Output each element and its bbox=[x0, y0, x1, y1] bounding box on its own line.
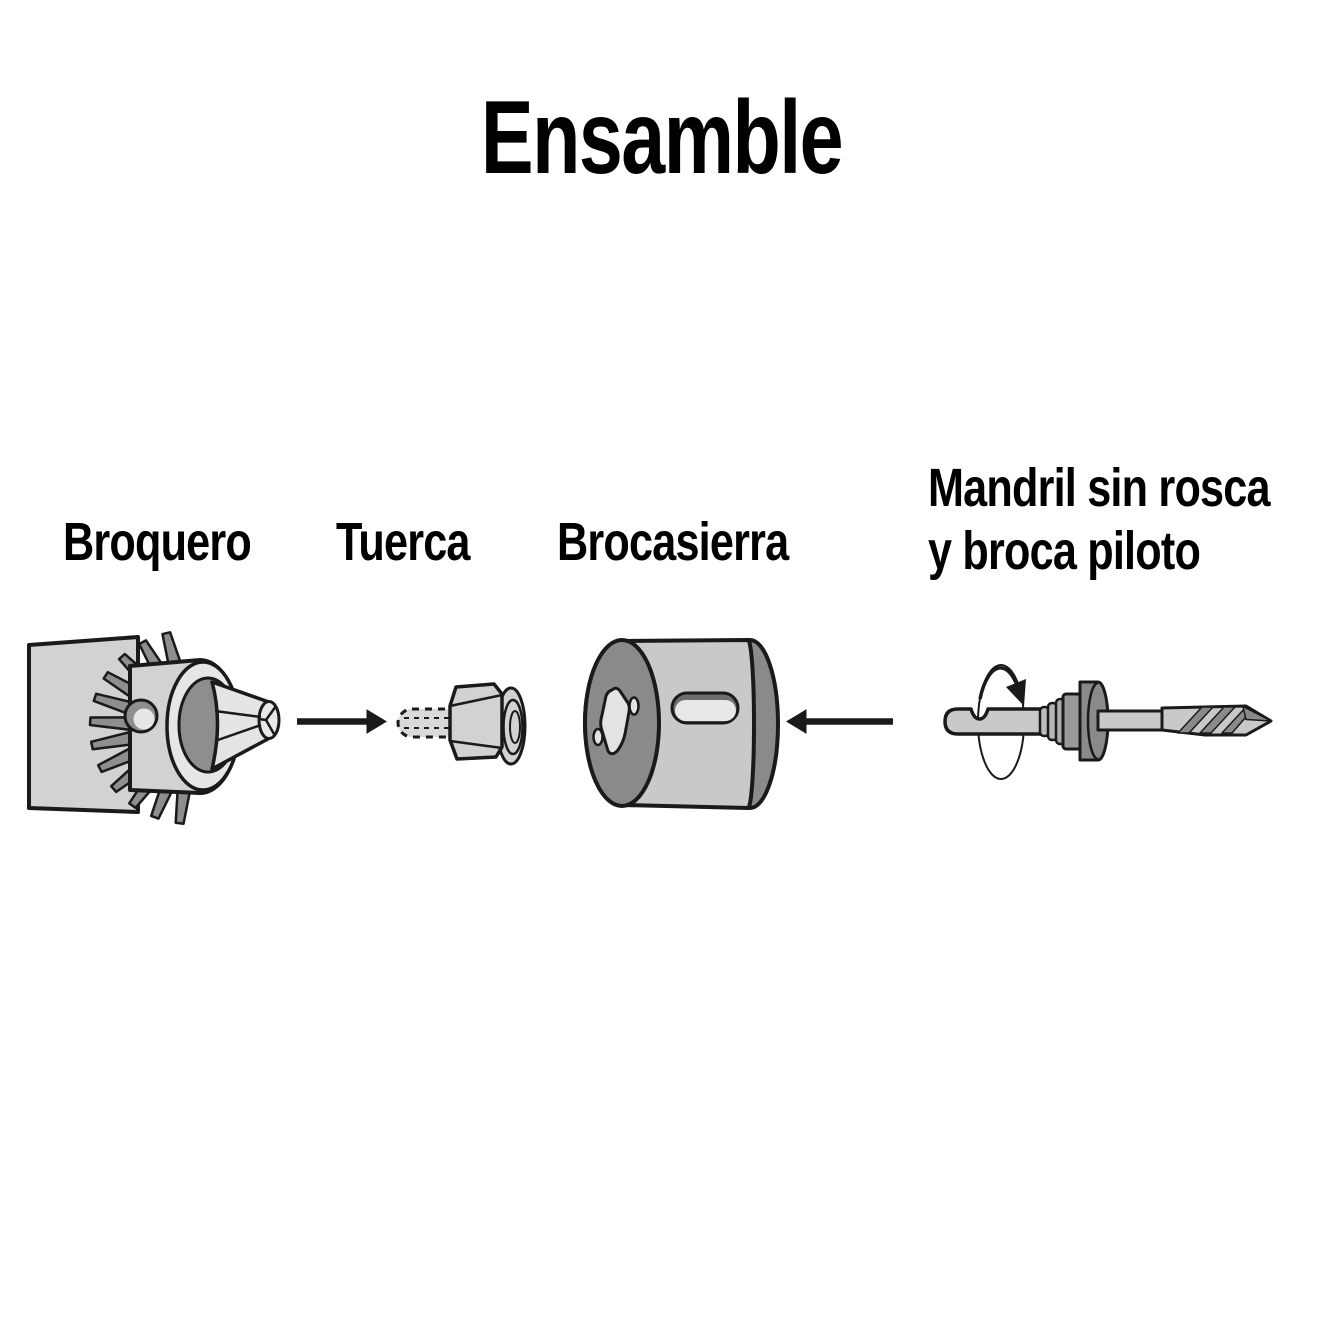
assembly-arrows bbox=[297, 709, 893, 734]
nut-thread-lines bbox=[404, 717, 452, 729]
chuck-key-hole bbox=[133, 708, 155, 730]
nut-illustration bbox=[396, 682, 527, 766]
nut-collar-ring-inner bbox=[509, 710, 521, 744]
arbor-shaft bbox=[1096, 709, 1170, 732]
drill-chuck-illustration bbox=[27, 631, 281, 825]
nut-collar-ring-outer bbox=[502, 698, 524, 756]
page-title: Ensamble bbox=[480, 80, 844, 196]
chuck-jaw-lines bbox=[214, 705, 278, 743]
hole-saw-illustration bbox=[583, 638, 780, 810]
holesaw-pin-hole-top bbox=[628, 696, 640, 716]
arbor-hex-shank bbox=[943, 707, 1047, 736]
holesaw-slot bbox=[675, 700, 736, 721]
label-mandril-line1: Mandril sin rosca bbox=[928, 458, 1271, 518]
label-tuerca: Tuerca bbox=[336, 512, 470, 572]
label-brocasierra: Brocasierra bbox=[557, 512, 789, 572]
pilot-bit-tip-facet bbox=[1242, 705, 1272, 722]
rotation-arrow-head bbox=[1006, 679, 1026, 706]
nut-facet-lines bbox=[449, 693, 503, 750]
assembly-arrow-right-head bbox=[366, 709, 387, 734]
label-mandril: Mandril sin rosca y broca piloto bbox=[928, 457, 1271, 583]
assembly-arrow-left-head bbox=[786, 709, 807, 734]
arbor-illustration bbox=[943, 664, 1273, 780]
pilot-bit-flute-2 bbox=[1199, 706, 1236, 734]
label-mandril-line2: y broca piloto bbox=[928, 521, 1201, 581]
arbor-flange-edge bbox=[1086, 681, 1099, 761]
pilot-bit-flute-1 bbox=[1177, 706, 1214, 734]
holesaw-pin-hole-bottom bbox=[592, 727, 604, 747]
holesaw-center-hole bbox=[599, 686, 631, 756]
label-broquero: Broquero bbox=[63, 512, 252, 572]
